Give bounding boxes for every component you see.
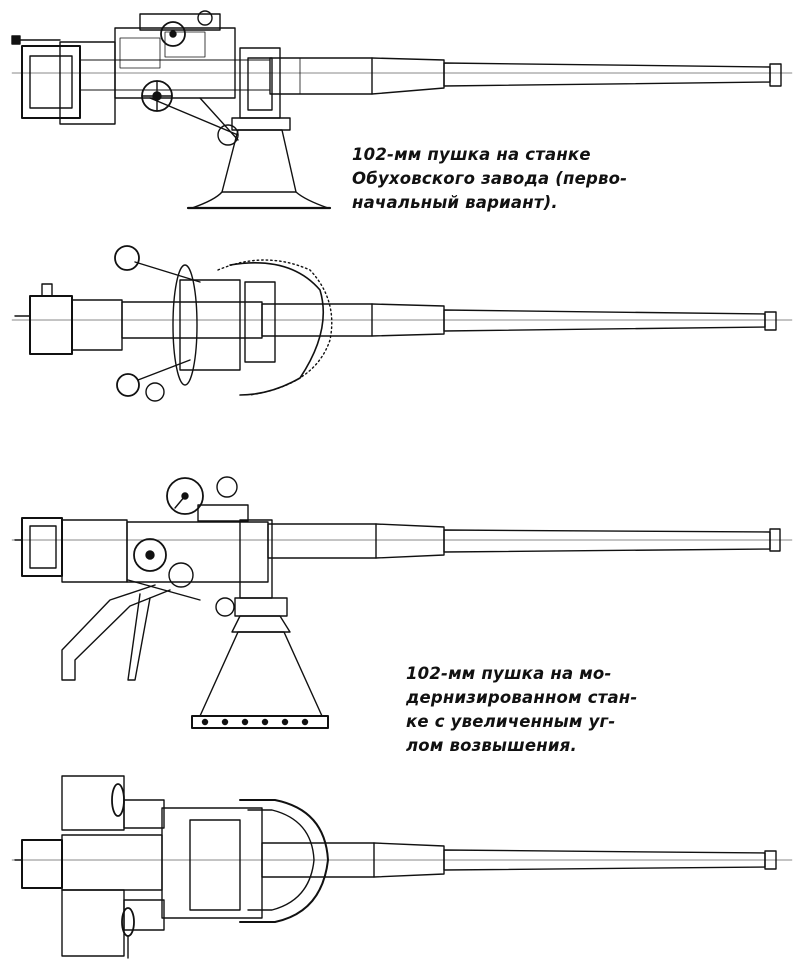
barrel: [267, 523, 781, 559]
shield-plate: [217, 259, 333, 396]
barrel: [269, 57, 782, 95]
caption-modernized-mount: 102-мм пушка на мо- дернизированном стан…: [406, 662, 637, 758]
caption-line: начальный вариант).: [352, 193, 558, 212]
mount-body: [123, 799, 263, 931]
handwheel-upper: [114, 245, 201, 283]
sight: [166, 476, 249, 522]
handwheel: [111, 783, 135, 959]
breech-block: [14, 775, 163, 957]
caption-line: дернизированном стан-: [406, 688, 638, 707]
caption-original-mount: 102-мм пушка на станке Обуховского завод…: [352, 143, 627, 215]
caption-line: Обуховского завода (перво-: [352, 169, 628, 188]
handwheel-elevation: [133, 538, 194, 588]
handwheel-traverse: [160, 21, 186, 47]
caption-line: 102-мм пушка на мо-: [406, 664, 612, 683]
shield-plate: [239, 799, 329, 923]
pedestal: [186, 117, 332, 210]
handwheel-elevation: [141, 80, 173, 112]
cradle: [126, 519, 273, 601]
caption-line: 102-мм пушка на станке: [352, 145, 591, 164]
handwheel-lower: [116, 359, 191, 402]
original-top-view: [11, 245, 793, 402]
sight: [139, 10, 221, 31]
breech-block: [11, 35, 271, 125]
mount-ring: [172, 264, 276, 386]
shoulder-rest: [61, 584, 171, 681]
breech-block: [14, 517, 128, 583]
cradle: [114, 27, 281, 141]
original-side-view: [11, 10, 793, 210]
caption-line: лом возвышения.: [406, 736, 577, 755]
breech-block: [14, 283, 263, 355]
modernized-top-view: [11, 775, 793, 959]
pedestal: [191, 597, 329, 729]
modernized-side-view: [11, 476, 793, 729]
caption-line: ке с увеличенным уг-: [406, 712, 616, 731]
